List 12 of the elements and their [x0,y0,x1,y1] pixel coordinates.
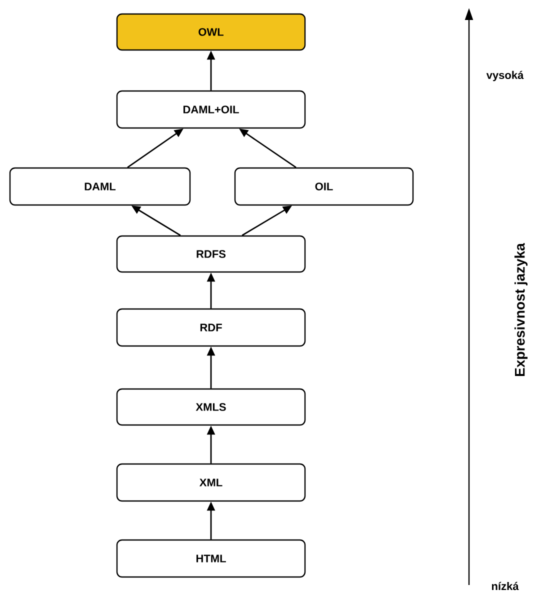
process-box: XMLS [116,388,306,426]
process-box: OWL [116,13,306,51]
axis-label: Expresivnost jazyka [514,243,528,376]
scale-label: nízká [492,582,519,590]
process-box: OIL [234,167,414,206]
process-box: DAML+OIL [116,90,306,129]
process-box: RDF [116,308,306,347]
scale-label: vysoká [486,70,524,82]
process-box: RDFS [116,235,306,273]
process-box: DAML [9,167,191,206]
process-box: HTML [116,539,306,578]
process-box: XML [116,463,306,502]
